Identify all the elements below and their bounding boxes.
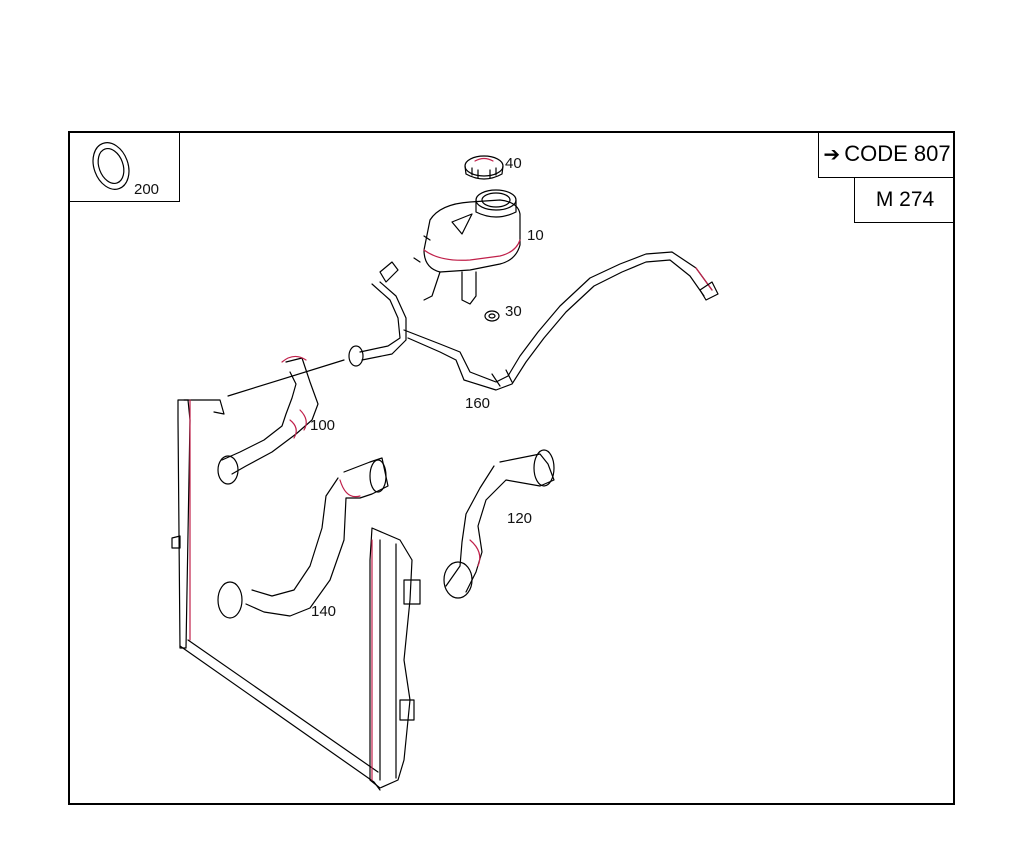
callout-160: 160 — [465, 395, 491, 412]
model-box: M 274 — [854, 178, 955, 223]
code-label: CODE 807 — [844, 141, 951, 166]
arrow-right-icon: ➔ — [823, 143, 841, 166]
expansion-tank-10[interactable] — [413, 189, 521, 305]
hose-120[interactable] — [443, 449, 555, 599]
callout-200: 200 — [134, 181, 160, 198]
callout-30: 30 — [505, 303, 522, 320]
callout-140: 140 — [311, 603, 337, 620]
callout-120: 120 — [507, 510, 533, 527]
radiator[interactable] — [171, 399, 421, 791]
diagram-frame — [68, 131, 955, 805]
seal-ring-inset — [68, 131, 180, 202]
grommet-30[interactable] — [484, 310, 500, 322]
upper-hose-100[interactable] — [217, 355, 345, 485]
callout-40: 40 — [505, 155, 522, 172]
coolant-line-160[interactable] — [348, 251, 719, 391]
callout-10: 10 — [527, 227, 544, 244]
callout-100: 100 — [310, 417, 336, 434]
code-reference-box: ➔ CODE 807 — [818, 131, 955, 178]
model-label: M 274 — [875, 188, 935, 211]
seal-ring-200[interactable] — [87, 138, 135, 195]
cap-40[interactable] — [464, 155, 504, 180]
lower-hose-140[interactable] — [217, 457, 389, 619]
